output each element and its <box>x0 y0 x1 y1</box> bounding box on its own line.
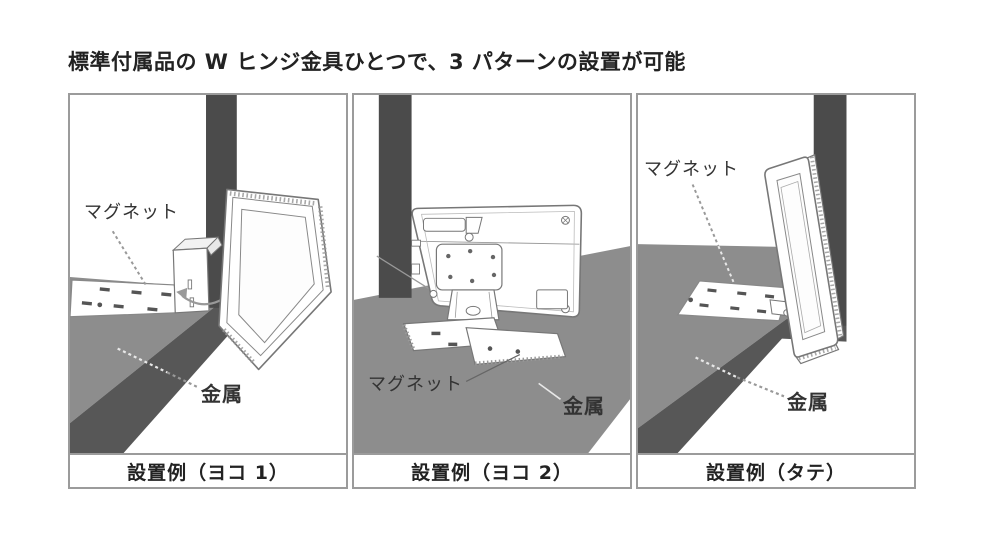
panel-tate-caption: 設置例（タテ） <box>636 453 916 489</box>
tablet <box>218 188 332 371</box>
tablet <box>764 153 845 365</box>
magnet-leader-line <box>465 353 521 382</box>
yoko2-drawing <box>354 95 630 453</box>
panel-yoko2-caption: 設置例（ヨコ 2） <box>352 453 632 489</box>
metal-label: 金属 <box>787 390 829 414</box>
magnet-leader-line <box>111 230 148 287</box>
magnet-label: マグネット <box>368 374 463 395</box>
panel-yoko2: マグネット 金属 設置例（ヨコ 2） <box>352 93 632 489</box>
metal-label: 金属 <box>201 382 243 406</box>
magnet-base-plate <box>401 317 567 366</box>
metal-leader-line <box>538 382 561 400</box>
tate-drawing <box>638 95 847 453</box>
panel-row: マグネット 金属 設置例（ヨコ 1） <box>68 93 916 489</box>
magnet-plate <box>70 279 179 318</box>
magnet-plate <box>676 280 790 322</box>
tablet-back <box>411 204 583 318</box>
panel-tate: マグネット 金属 設置例（タテ） <box>636 93 916 489</box>
panel-yoko1-caption: 設置例（ヨコ 1） <box>68 453 348 489</box>
metal-label: 金属 <box>563 394 605 418</box>
hinge-bracket <box>446 289 500 321</box>
panel-tate-illustration: マグネット 金属 <box>636 93 916 453</box>
pole <box>378 95 412 298</box>
page-title: 標準付属品の W ヒンジ金具ひとつで、3 パターンの設置が可能 <box>68 50 686 74</box>
panel-yoko2-illustration: マグネット 金属 <box>352 93 632 453</box>
panel-yoko1-illustration: マグネット 金属 <box>68 93 348 453</box>
yoko1-drawing <box>70 95 332 453</box>
magnet-leader-line <box>691 184 736 285</box>
magnet-label: マグネット <box>84 202 179 223</box>
panel-yoko1: マグネット 金属 設置例（ヨコ 1） <box>68 93 348 489</box>
magnet-label: マグネット <box>644 159 739 180</box>
